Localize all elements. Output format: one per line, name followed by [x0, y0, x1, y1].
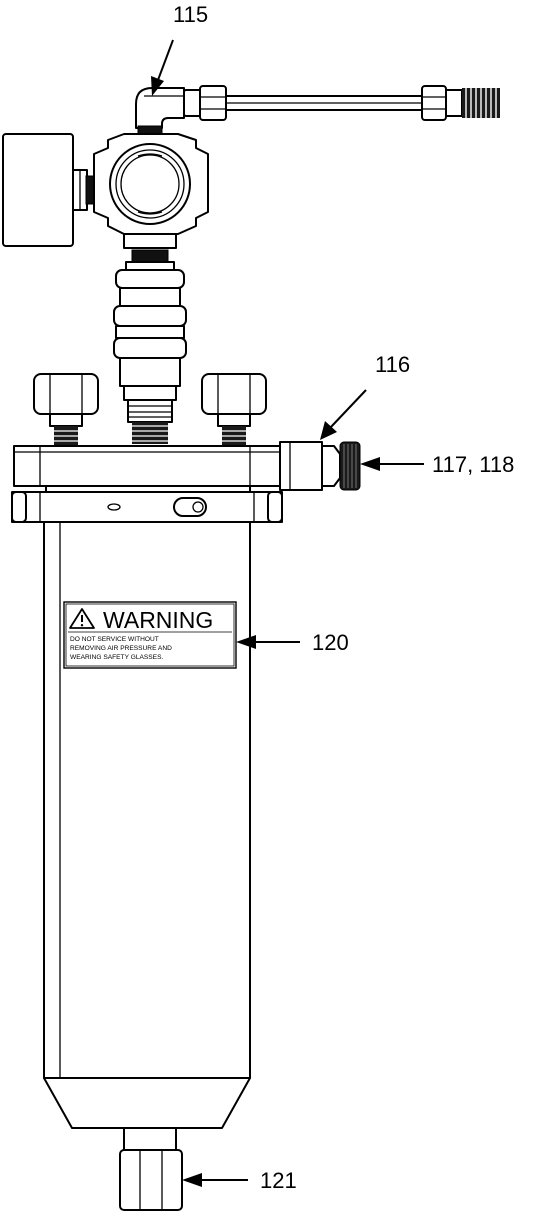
callout-120-arrowhead — [236, 635, 256, 649]
warning-line-3: WEARING SAFETY GLASSES. — [70, 654, 163, 661]
callout-117-118-label: 117, 118 — [432, 452, 514, 477]
callout-116-label: 116 — [375, 352, 410, 377]
callout-115-label: 115 — [173, 2, 208, 27]
outlet-tube — [225, 95, 423, 111]
tube-nut-left — [183, 85, 227, 121]
warning-line-1: DO NOT SERVICE WITHOUT — [70, 636, 159, 643]
warning-line-2: REMOVING AIR PRESSURE AND — [70, 645, 172, 652]
drain-fitting — [119, 1127, 183, 1211]
callout-121-arrowhead — [182, 1173, 202, 1187]
tube-end-fitting — [421, 85, 500, 121]
regulator-body — [93, 133, 209, 249]
callout-116: 116 — [320, 352, 410, 440]
warning-title: WARNING — [103, 607, 213, 633]
callout-121: 121 — [182, 1168, 297, 1193]
warning-label: WARNING DO NOT SERVICE WITHOUT REMOVING … — [63, 601, 237, 669]
callout-120-label: 120 — [312, 630, 349, 655]
callout-115-arrowhead — [151, 76, 164, 96]
pressure-gauge — [2, 133, 97, 247]
warning-triangle-icon — [69, 608, 95, 629]
side-port-cap — [339, 441, 361, 491]
lid-knob-left — [33, 373, 99, 446]
callout-115: 115 — [151, 2, 208, 96]
elbow-fitting — [135, 87, 185, 135]
clamp-ring — [11, 491, 283, 523]
callout-120: 120 — [236, 630, 349, 655]
side-port-fitting — [279, 441, 341, 491]
callout-117-118: 117, 118 — [360, 452, 514, 477]
callout-117-118-arrowhead — [360, 457, 380, 471]
callout-116-arrowhead — [320, 421, 337, 440]
vertical-connector — [113, 249, 187, 444]
canister-lid — [13, 445, 281, 493]
lid-knob-right — [201, 373, 267, 446]
callout-121-label: 121 — [260, 1168, 297, 1193]
